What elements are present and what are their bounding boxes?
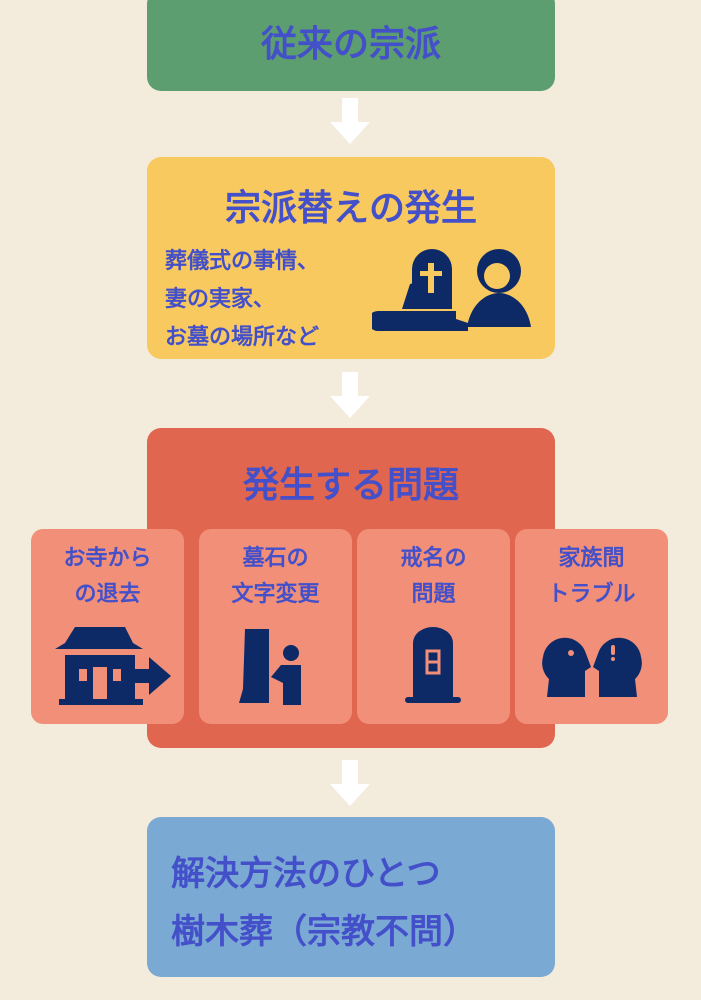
card-line: 戒名の [400,546,467,571]
card-line: お寺から [63,546,152,571]
problem-card-posthumous-name: 戒名の問題 [357,529,510,724]
grave-and-woman-icon [372,249,531,331]
problem-card-temple-exit: お寺からの退去 [31,529,184,724]
temple-exit-icon [55,627,171,705]
card-line: 墓石の [242,546,309,571]
gravestone-icon [405,627,461,703]
card-line: 問題 [411,582,456,607]
card-line: トラブル [547,582,636,607]
solution-line: 解決方法のひとつ [171,854,441,894]
step-reasons: 葬儀式の事情、 妻の実家、 お墓の場所など [165,243,319,357]
problem-card-engraving-change: 墓石の文字変更 [199,529,352,724]
gravestone-engraving-icon [239,629,301,705]
family-conflict-icon [542,637,642,697]
reason-line: 妻の実家、 [165,287,276,312]
reason-line: 葬儀式の事情、 [165,249,320,274]
solution-line: 樹木葬（宗教不問） [171,912,477,952]
reason-line: お墓の場所など [165,325,320,350]
step-solution: 解決方法のひとつ 樹木葬（宗教不問） [147,817,555,977]
arrow-down-icon [330,372,370,418]
step-title: 宗派替えの発生 [224,188,477,229]
card-line: の退去 [74,582,141,607]
problem-card-family-trouble: 家族間トラブル [515,529,668,724]
card-line: 家族間 [558,546,625,571]
step-traditional-sect: 従来の宗派 [147,0,555,91]
step-sect-change: 宗派替えの発生 葬儀式の事情、 妻の実家、 お墓の場所など [147,157,555,359]
step-title: 発生する問題 [242,465,459,506]
step-title: 従来の宗派 [260,24,441,65]
arrow-down-icon [330,760,370,806]
card-line: 文字変更 [231,582,320,607]
arrow-down-icon [330,98,370,144]
